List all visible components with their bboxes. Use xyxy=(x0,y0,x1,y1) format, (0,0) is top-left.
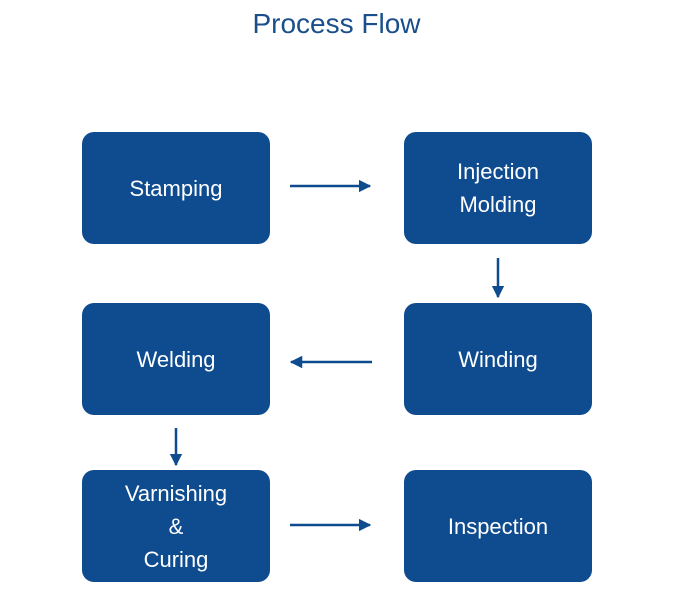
diagram-title: Process Flow xyxy=(252,8,421,39)
step-label: Injection xyxy=(457,159,539,184)
step-welding: Welding xyxy=(82,303,270,415)
step-label: Inspection xyxy=(447,513,549,539)
step-varnishing-curing: Varnishing & Curing xyxy=(82,470,270,582)
step-label: Curing xyxy=(143,546,209,572)
step-label: & xyxy=(168,513,184,539)
step-label: Varnishing xyxy=(124,480,228,506)
step-label: Molding xyxy=(459,192,537,217)
step-winding: Winding xyxy=(404,303,592,415)
step-injection-molding: Injection Molding xyxy=(404,132,592,244)
step-stamping: Stamping xyxy=(82,132,270,244)
step-label: Winding xyxy=(458,346,538,372)
step-inspection: Inspection xyxy=(404,470,592,582)
step-label: Stamping xyxy=(129,175,223,201)
step-label: Welding xyxy=(136,346,216,372)
